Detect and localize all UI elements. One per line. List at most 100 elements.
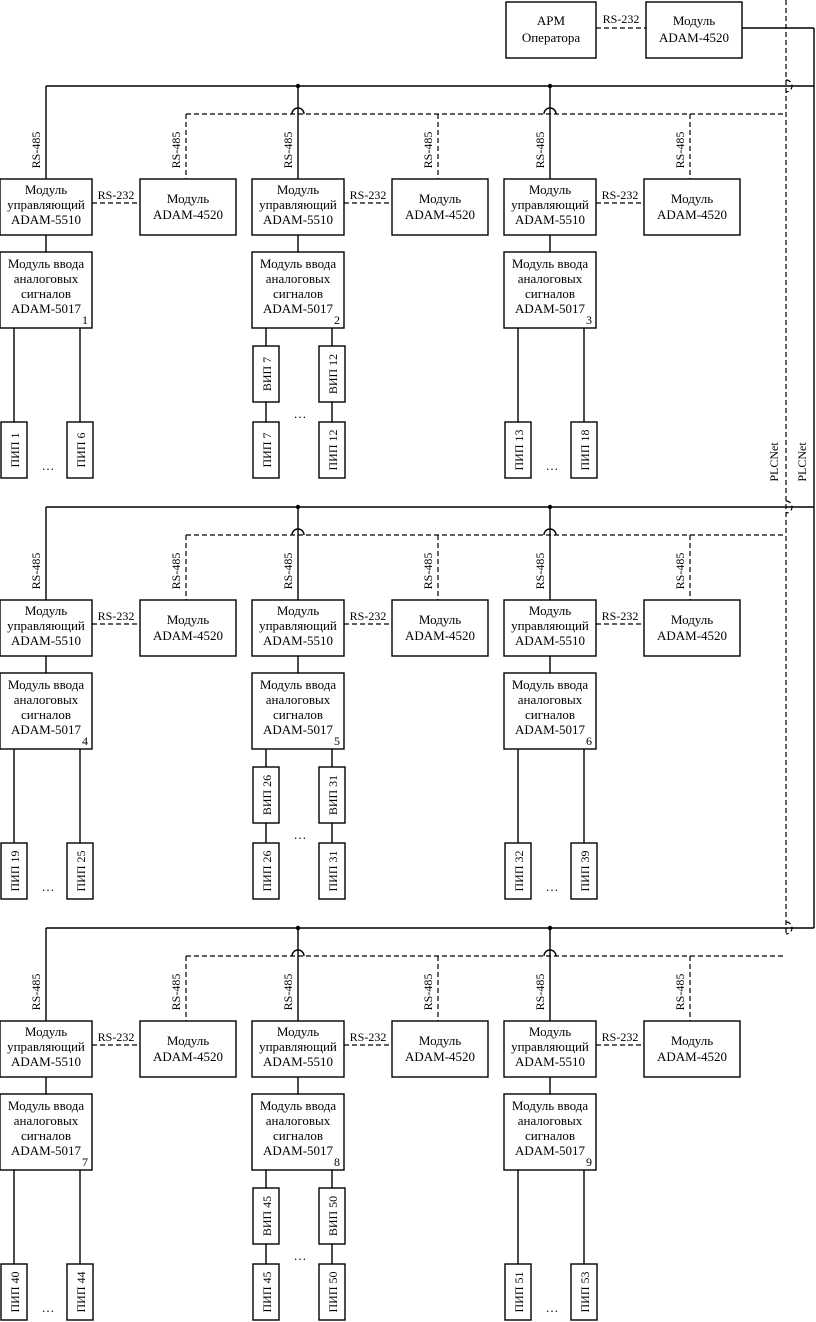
junction-dot [295, 925, 301, 931]
controller-box [0, 178, 93, 236]
sensor-label: ПИП 25 [74, 851, 88, 892]
modem-box [391, 1020, 489, 1078]
ellipsis: … [294, 1248, 307, 1263]
rs232-label: RS-232 [603, 12, 640, 26]
input-module-label: аналоговых [266, 1113, 331, 1128]
input-module-box [503, 1093, 597, 1171]
rs485-label: RS-485 [281, 974, 295, 1011]
rs485-label: RS-485 [673, 553, 687, 590]
input-module-label: сигналов [273, 707, 323, 722]
crossover-hop [543, 107, 557, 115]
rs232-label: RS-232 [98, 1030, 135, 1044]
sensor-label: ПИП 18 [578, 430, 592, 471]
rs485-label: RS-485 [421, 974, 435, 1011]
input-module-box [0, 251, 93, 329]
sensor-label: ПИП 31 [326, 851, 340, 892]
sensor-box [570, 1263, 598, 1321]
sensor-box [252, 1263, 280, 1321]
sensor-label: ПИП 50 [326, 1272, 340, 1313]
ellipsis: … [546, 879, 559, 894]
controller-box [0, 1020, 93, 1078]
input-module-label: Модуль ввода [260, 677, 336, 692]
input-module-label: аналоговых [14, 692, 79, 707]
modem-label: Модуль [671, 191, 713, 206]
crossover-hop [543, 528, 557, 536]
input-module-label: ADAM-5017 [263, 301, 334, 316]
sensor-label: ПИП 13 [512, 430, 526, 471]
modem-box [391, 599, 489, 657]
sensor-label: ПИП 53 [578, 1272, 592, 1313]
controller-label: управляющий [7, 197, 85, 212]
sensor-box [570, 842, 598, 900]
input-module-box [251, 251, 345, 329]
sensor-box [504, 421, 532, 479]
converter-label: ВИП 31 [326, 775, 340, 815]
input-module-label: сигналов [21, 707, 71, 722]
modem-label: Модуль [419, 1033, 461, 1048]
rs232-label: RS-232 [350, 609, 387, 623]
controller-label: ADAM-5510 [515, 633, 585, 648]
input-module-label: аналоговых [266, 271, 331, 286]
controller-label: ADAM-5510 [515, 212, 585, 227]
modem-label: Модуль [167, 1033, 209, 1048]
controller-label: Модуль [25, 182, 67, 197]
rs232-label: RS-232 [350, 188, 387, 202]
input-module-box [0, 1093, 93, 1171]
modem-box [139, 599, 237, 657]
sensor-box [66, 421, 94, 479]
converter-label: ВИП 26 [260, 775, 274, 815]
controller-label: управляющий [259, 197, 337, 212]
input-module-label: Модуль ввода [260, 256, 336, 271]
rs485-label: RS-485 [533, 132, 547, 169]
ellipsis: … [42, 458, 55, 473]
top-modem-box [645, 1, 743, 59]
junction-dot [547, 83, 553, 89]
input-module-label: аналоговых [14, 1113, 79, 1128]
modem-box [643, 178, 741, 236]
converter-box [252, 766, 280, 824]
input-module-label: ADAM-5017 [263, 722, 334, 737]
arm-operator-box [505, 1, 597, 59]
rs485-label: RS-485 [281, 553, 295, 590]
sensor-label: ПИП 6 [74, 433, 88, 468]
rs232-label: RS-232 [602, 609, 639, 623]
input-module-label: сигналов [273, 286, 323, 301]
modem-label: ADAM-4520 [657, 628, 727, 643]
controller-label: Модуль [529, 182, 571, 197]
modem-label: Модуль [167, 612, 209, 627]
rs232-label: RS-232 [98, 188, 135, 202]
converter-label: ВИП 7 [260, 357, 274, 391]
sensor-label: ПИП 45 [260, 1272, 274, 1313]
ellipsis: … [294, 827, 307, 842]
ellipsis: … [42, 879, 55, 894]
controller-box [503, 599, 597, 657]
sensor-label: ПИП 7 [260, 433, 274, 468]
modem-label: ADAM-4520 [405, 1049, 475, 1064]
modem-box [643, 1020, 741, 1078]
modem-label: Модуль [671, 1033, 713, 1048]
input-module-label: сигналов [525, 286, 575, 301]
module-number: 9 [586, 1155, 592, 1169]
crossover-hop [785, 921, 793, 935]
rs232-label: RS-232 [602, 1030, 639, 1044]
crossover-hop [291, 107, 305, 115]
modem-label: ADAM-4520 [153, 1049, 223, 1064]
crossover-hop [785, 79, 793, 93]
module-number: 1 [82, 313, 88, 327]
controller-label: ADAM-5510 [263, 1054, 333, 1069]
converter-box [318, 1187, 346, 1245]
input-module-label: аналоговых [518, 271, 583, 286]
ellipsis: … [294, 406, 307, 421]
converter-label: ВИП 45 [260, 1196, 274, 1236]
sensor-label: ПИП 19 [8, 851, 22, 892]
input-module-label: сигналов [525, 707, 575, 722]
sensor-box [252, 842, 280, 900]
controller-label: Модуль [277, 182, 319, 197]
top-modem-label: ADAM-4520 [659, 30, 729, 45]
rs485-label: RS-485 [29, 132, 43, 169]
sensor-label: ПИП 44 [74, 1272, 88, 1313]
modem-label: ADAM-4520 [405, 628, 475, 643]
input-module-label: сигналов [525, 1128, 575, 1143]
rs485-label: RS-485 [533, 974, 547, 1011]
